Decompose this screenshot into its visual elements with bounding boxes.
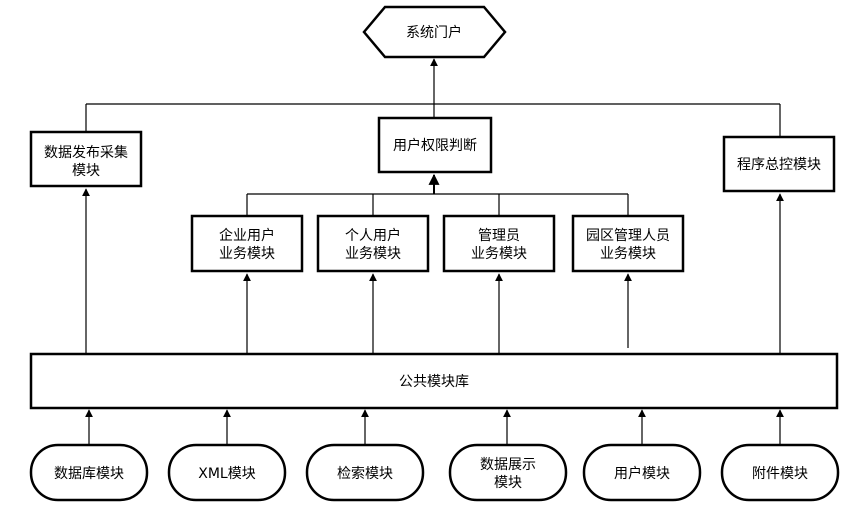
- module-user: 用户模块: [582, 443, 702, 502]
- module-attachment: 附件模块: [720, 443, 840, 502]
- module-personal-line-1: 个人用户: [345, 227, 401, 244]
- module-publish-line-2: 模块: [72, 163, 100, 179]
- module-attachment-label: 附件模块: [752, 466, 808, 482]
- module-display-line-1: 数据展示: [480, 457, 536, 473]
- module-admin-line-1: 管理员: [478, 228, 520, 244]
- module-park-line-2: 业务模块: [600, 246, 656, 262]
- module-admin-line-2: 业务模块: [471, 246, 527, 262]
- module-master-label: 程序总控模块: [737, 157, 821, 173]
- portal-node: 系统门户: [362, 5, 507, 59]
- module-enterprise-line-2: 业务模块: [219, 246, 275, 262]
- module-personal-line-2: 业务模块: [345, 246, 401, 262]
- module-enterprise: 企业用户 业务模块: [190, 214, 304, 273]
- module-xml-label: XML模块: [198, 466, 255, 482]
- module-user-label: 用户模块: [614, 465, 670, 482]
- module-database-label: 数据库模块: [54, 466, 124, 482]
- permission-label: 用户权限判断: [393, 137, 477, 154]
- module-personal: 个人用户 业务模块: [316, 214, 430, 273]
- module-xml: XML模块: [167, 443, 287, 502]
- module-admin: 管理员 业务模块: [442, 214, 556, 273]
- module-display: 数据展示 模块: [448, 443, 568, 502]
- library-node: 公共模块库: [29, 352, 839, 410]
- module-park: 园区管理人员 业务模块: [571, 214, 685, 273]
- module-search-label: 检索模块: [337, 465, 393, 482]
- module-enterprise-line-1: 企业用户: [219, 227, 275, 244]
- portal-label: 系统门户: [406, 24, 462, 41]
- module-search: 检索模块: [305, 443, 425, 502]
- module-publish-line-1: 数据发布采集: [44, 144, 128, 161]
- module-master: 程序总控模块: [722, 135, 836, 193]
- module-database: 数据库模块: [29, 443, 149, 502]
- module-park-line-1: 园区管理人员: [586, 228, 670, 244]
- library-label: 公共模块库: [399, 374, 469, 390]
- permission-node: 用户权限判断: [377, 116, 493, 174]
- edges: [82, 58, 784, 444]
- module-display-line-2: 模块: [494, 475, 522, 491]
- module-publish: 数据发布采集 模块: [29, 130, 143, 188]
